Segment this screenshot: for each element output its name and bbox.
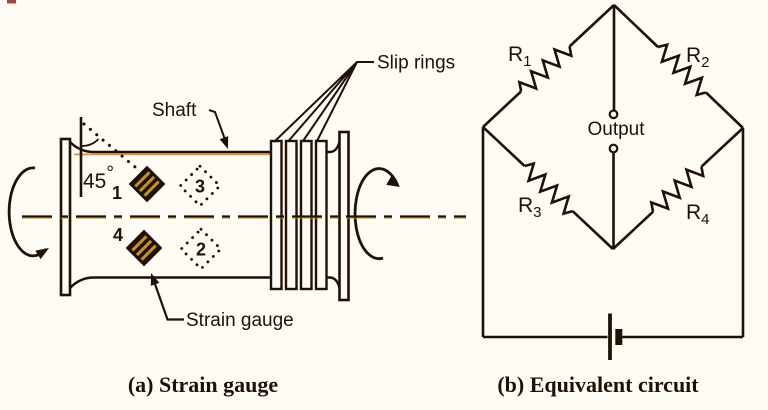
wire-r1-to-left bbox=[482, 90, 522, 128]
angle-arc bbox=[81, 138, 100, 147]
strain-gauge-3-dotted bbox=[178, 164, 222, 208]
resistor-r4-zigzag bbox=[649, 166, 705, 212]
panel-a: 45° 1 4 3 2 Shaft Slip rings Strain gaug… bbox=[7, 53, 466, 397]
strain-gauge-label: Strain gauge bbox=[186, 310, 294, 331]
wire-top-to-r1 bbox=[568, 4, 615, 48]
resistor-r2-zigzag bbox=[657, 42, 707, 97]
shaft-leader-arrowhead-icon bbox=[219, 136, 229, 149]
gauge-4-number: 4 bbox=[113, 225, 123, 245]
shaft-top-edge bbox=[69, 141, 271, 154]
rotation-arrow-left-head-icon bbox=[35, 248, 49, 260]
wire-r2-to-right bbox=[705, 91, 744, 129]
resistor-r2-label: R2 bbox=[686, 44, 710, 71]
panel-b-caption: (b) Equivalent circuit bbox=[497, 372, 699, 397]
battery-symbol bbox=[608, 313, 623, 360]
resistor-r1-label: R1 bbox=[508, 43, 532, 70]
output-terminal-bottom bbox=[608, 143, 619, 154]
shaft-label: Shaft bbox=[152, 100, 197, 121]
shaft-leader-line bbox=[208, 109, 228, 146]
gauge-1-number: 1 bbox=[112, 183, 122, 203]
slip-rings-leader-lines bbox=[273, 61, 374, 143]
bridge-wires bbox=[481, 4, 745, 339]
panel-a-caption: (a) Strain gauge bbox=[128, 372, 279, 397]
slip-ring-3 bbox=[299, 139, 313, 291]
output-label: Output bbox=[587, 119, 645, 140]
resistor-r4-label: R4 bbox=[686, 201, 710, 228]
wire-r3-to-bottom bbox=[571, 210, 614, 250]
rotation-arrow-right-head-icon bbox=[386, 176, 400, 187]
rotation-arrow-left bbox=[7, 166, 48, 258]
rotation-arrow-right bbox=[353, 167, 400, 260]
output-terminal-top bbox=[608, 109, 619, 120]
wire-right-to-r4 bbox=[700, 127, 744, 168]
strain-gauge-1 bbox=[128, 165, 166, 203]
slip-rings-label: Slip rings bbox=[377, 53, 455, 74]
resistor-r3-zigzag bbox=[524, 161, 574, 216]
strain-gauge-leader-line bbox=[151, 276, 184, 321]
shaft-bottom-edge bbox=[69, 276, 271, 289]
scan-artifact bbox=[7, 0, 16, 4]
angle-45-label: 45° bbox=[83, 163, 114, 193]
strain-gauge-4 bbox=[125, 229, 163, 267]
wire-left-to-r3 bbox=[482, 126, 526, 167]
slip-ring-2 bbox=[284, 139, 298, 291]
slip-ring-1 bbox=[269, 139, 283, 291]
wire-r4-to-bottom bbox=[612, 210, 654, 250]
gauge-2-number: 2 bbox=[196, 240, 206, 260]
gauge-3-number: 3 bbox=[195, 177, 205, 197]
resistor-r3-label: R3 bbox=[518, 194, 542, 221]
wire-top-to-r2 bbox=[613, 4, 659, 48]
strain-gauge-2-dotted bbox=[179, 227, 223, 271]
resistor-r1-zigzag bbox=[517, 46, 573, 92]
slip-ring-4 bbox=[314, 139, 328, 291]
strain-gauge-leader-arrowhead-icon bbox=[150, 273, 160, 286]
panel-b: Output R1 R2 R3 R4 (b) Equivalent circui… bbox=[481, 4, 745, 397]
